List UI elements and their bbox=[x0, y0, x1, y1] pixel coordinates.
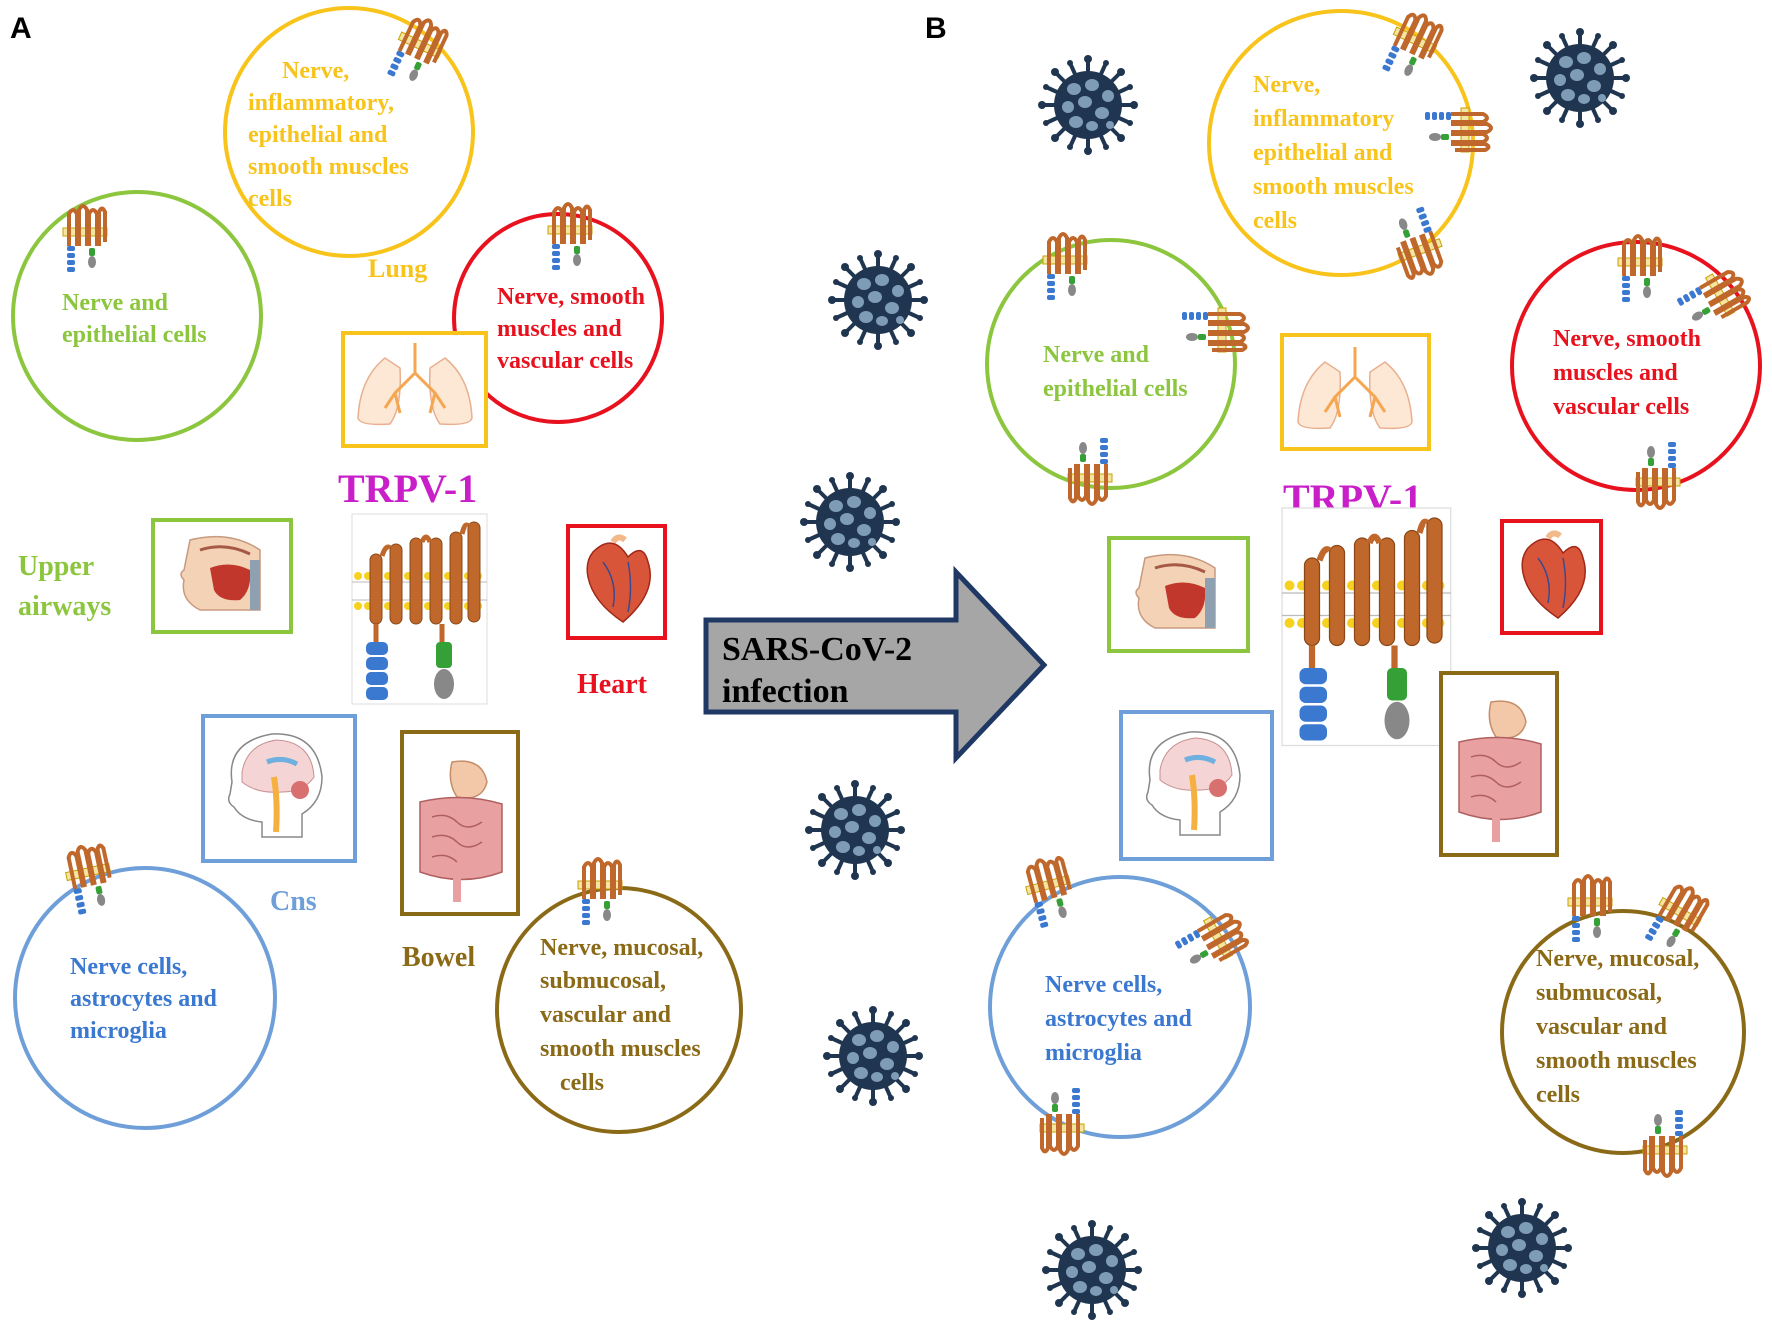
trpv1-receptor-icon bbox=[1423, 106, 1493, 154]
cns-label: Cns bbox=[270, 886, 317, 917]
upper-airways-label: Upper airways bbox=[18, 551, 111, 622]
trpv1-receptor-icon bbox=[1041, 232, 1089, 302]
trpv1-receptor-icon bbox=[576, 857, 624, 927]
virus-icon bbox=[1040, 1218, 1144, 1322]
trpv1-receptor-icon bbox=[1641, 1108, 1689, 1178]
bowel-cells-circle: Nerve, mucosal, submucosal, vascular and… bbox=[495, 857, 743, 1134]
trpv1-receptor-icon bbox=[1616, 234, 1664, 304]
bowel-cells-circle-b: Nerve, mucosal, submucosal, vascular and… bbox=[1500, 874, 1746, 1178]
virus-icon bbox=[803, 778, 907, 882]
virus-icon bbox=[1036, 53, 1140, 157]
cns-cells-label-b: Nerve cells, astrocytes and microglia bbox=[1045, 972, 1198, 1066]
trpv1-channel-icon bbox=[352, 514, 487, 704]
cns-cells-circle: Nerve cells, astrocytes and microglia bbox=[13, 839, 277, 1130]
airway-cells-label: Nerve and epithelial cells bbox=[62, 290, 207, 348]
trpv1-channel-icon bbox=[1282, 508, 1451, 746]
bowel-cells-label: Nerve, mucosal, submucosal, vascular and… bbox=[540, 935, 709, 1096]
lung-cells-circle: Nerve, inflammatory, epithelial and smoo… bbox=[223, 6, 475, 258]
heart-cells-label: Nerve, smooth muscles and vascular cells bbox=[497, 284, 651, 374]
lung-cells-label-b: Nerve, inflammatory epithelial and smoot… bbox=[1253, 72, 1420, 234]
bowel-label: Bowel bbox=[402, 942, 475, 973]
airway-cells-circle: Nerve and epithelial cells bbox=[11, 190, 263, 442]
lung-label: Lung bbox=[368, 254, 427, 283]
trpv1-label: TRPV-1 bbox=[338, 466, 477, 511]
airway-cells-label-b: Nerve and epithelial cells bbox=[1043, 342, 1188, 402]
virus-icon bbox=[826, 248, 930, 352]
heart-cells-label-b: Nerve, smooth muscles and vascular cells bbox=[1553, 326, 1707, 420]
virus-icon bbox=[798, 470, 902, 574]
trpv1-receptor-icon bbox=[61, 204, 109, 274]
trpv1-receptor-icon bbox=[546, 202, 594, 272]
trpv1-receptor-icon bbox=[1566, 874, 1614, 944]
trpv1-receptor-icon bbox=[381, 10, 453, 93]
heart-cells-circle: Nerve, smooth muscles and vascular cells bbox=[452, 202, 664, 424]
cns-cells-label: Nerve cells, astrocytes and microglia bbox=[70, 954, 223, 1044]
virus-icon bbox=[1470, 1196, 1574, 1300]
airway-cells-circle-b: Nerve and epithelial cells bbox=[985, 232, 1250, 506]
heart-label: Heart bbox=[577, 669, 648, 700]
bowel-cells-label-b: Nerve, mucosal, submucosal, vascular and… bbox=[1536, 946, 1705, 1108]
lung-cells-label: Nerve, inflammatory, epithelial and smoo… bbox=[248, 58, 415, 212]
lung-cells-circle-b: Nerve, inflammatory epithelial and smoot… bbox=[1207, 5, 1493, 284]
trpv1-receptor-icon bbox=[1066, 436, 1114, 506]
trpv1-receptor-icon bbox=[1180, 306, 1250, 354]
virus-icon bbox=[821, 1004, 925, 1108]
panel-label-a: A bbox=[10, 12, 32, 45]
trpv1-receptor-icon bbox=[1038, 1086, 1086, 1156]
head-airway-icon bbox=[179, 535, 262, 612]
infection-arrow: SARS-CoV-2 infection bbox=[703, 565, 1048, 765]
cns-cells-circle-b: Nerve cells, astrocytes and microglia bbox=[988, 852, 1254, 1156]
trpv1-receptor-icon bbox=[1018, 852, 1082, 932]
head-airway-icon bbox=[1134, 553, 1217, 630]
trpv1-receptor-icon bbox=[1672, 260, 1756, 337]
panel-label-b: B bbox=[925, 12, 947, 45]
infection-arrow-label: SARS-CoV-2 infection bbox=[722, 631, 921, 710]
heart-cells-circle-b: Nerve, smooth muscles and vascular cells bbox=[1510, 234, 1762, 510]
virus-icon bbox=[1528, 26, 1632, 130]
trpv1-receptor-icon bbox=[1383, 202, 1452, 284]
trpv1-receptor-icon bbox=[1634, 440, 1682, 510]
